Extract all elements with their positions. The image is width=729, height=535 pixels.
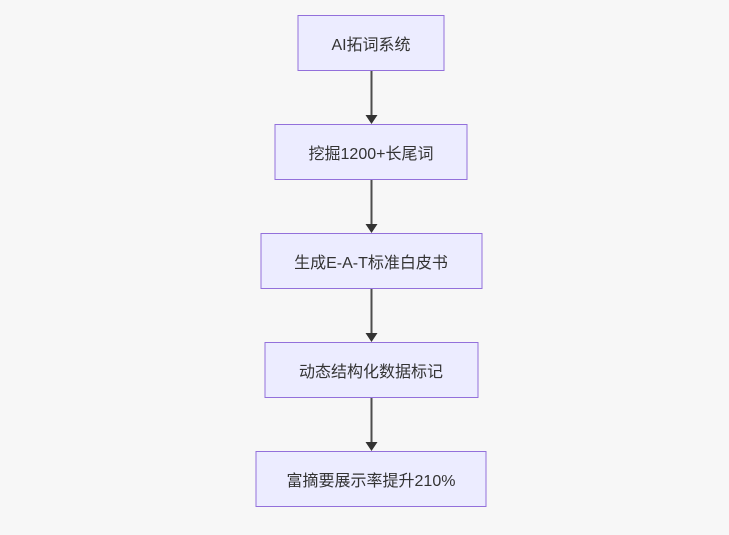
arrow-head-icon [365, 224, 377, 233]
arrow-line [370, 71, 372, 116]
flowchart-arrow [365, 398, 377, 451]
arrow-line [370, 180, 372, 225]
node-label: 富摘要展示率提升210% [286, 473, 456, 490]
node-label: 挖掘1200+长尾词 [308, 146, 434, 163]
arrow-line [370, 398, 372, 443]
node-label: AI拓词系统 [331, 37, 411, 54]
flowchart-arrow [365, 180, 377, 233]
arrow-head-icon [365, 115, 377, 124]
flowchart-arrow [365, 289, 377, 342]
arrow-line [370, 289, 372, 334]
flowchart-node-ai-system: AI拓词系统 [297, 15, 445, 71]
arrow-head-icon [365, 442, 377, 451]
arrow-head-icon [365, 333, 377, 342]
node-label: 生成E-A-T标准白皮书 [294, 255, 448, 272]
flowchart-node-rich-snippet-result: 富摘要展示率提升210% [255, 451, 487, 507]
node-label: 动态结构化数据标记 [298, 364, 443, 381]
flowchart-node-longtail-keywords: 挖掘1200+长尾词 [274, 124, 468, 180]
flowchart: AI拓词系统 挖掘1200+长尾词 生成E-A-T标准白皮书 动态结构化数据标记… [255, 15, 487, 507]
flowchart-node-structured-data: 动态结构化数据标记 [264, 342, 478, 398]
flowchart-node-eat-whitepaper: 生成E-A-T标准白皮书 [260, 233, 482, 289]
flowchart-arrow [365, 71, 377, 124]
